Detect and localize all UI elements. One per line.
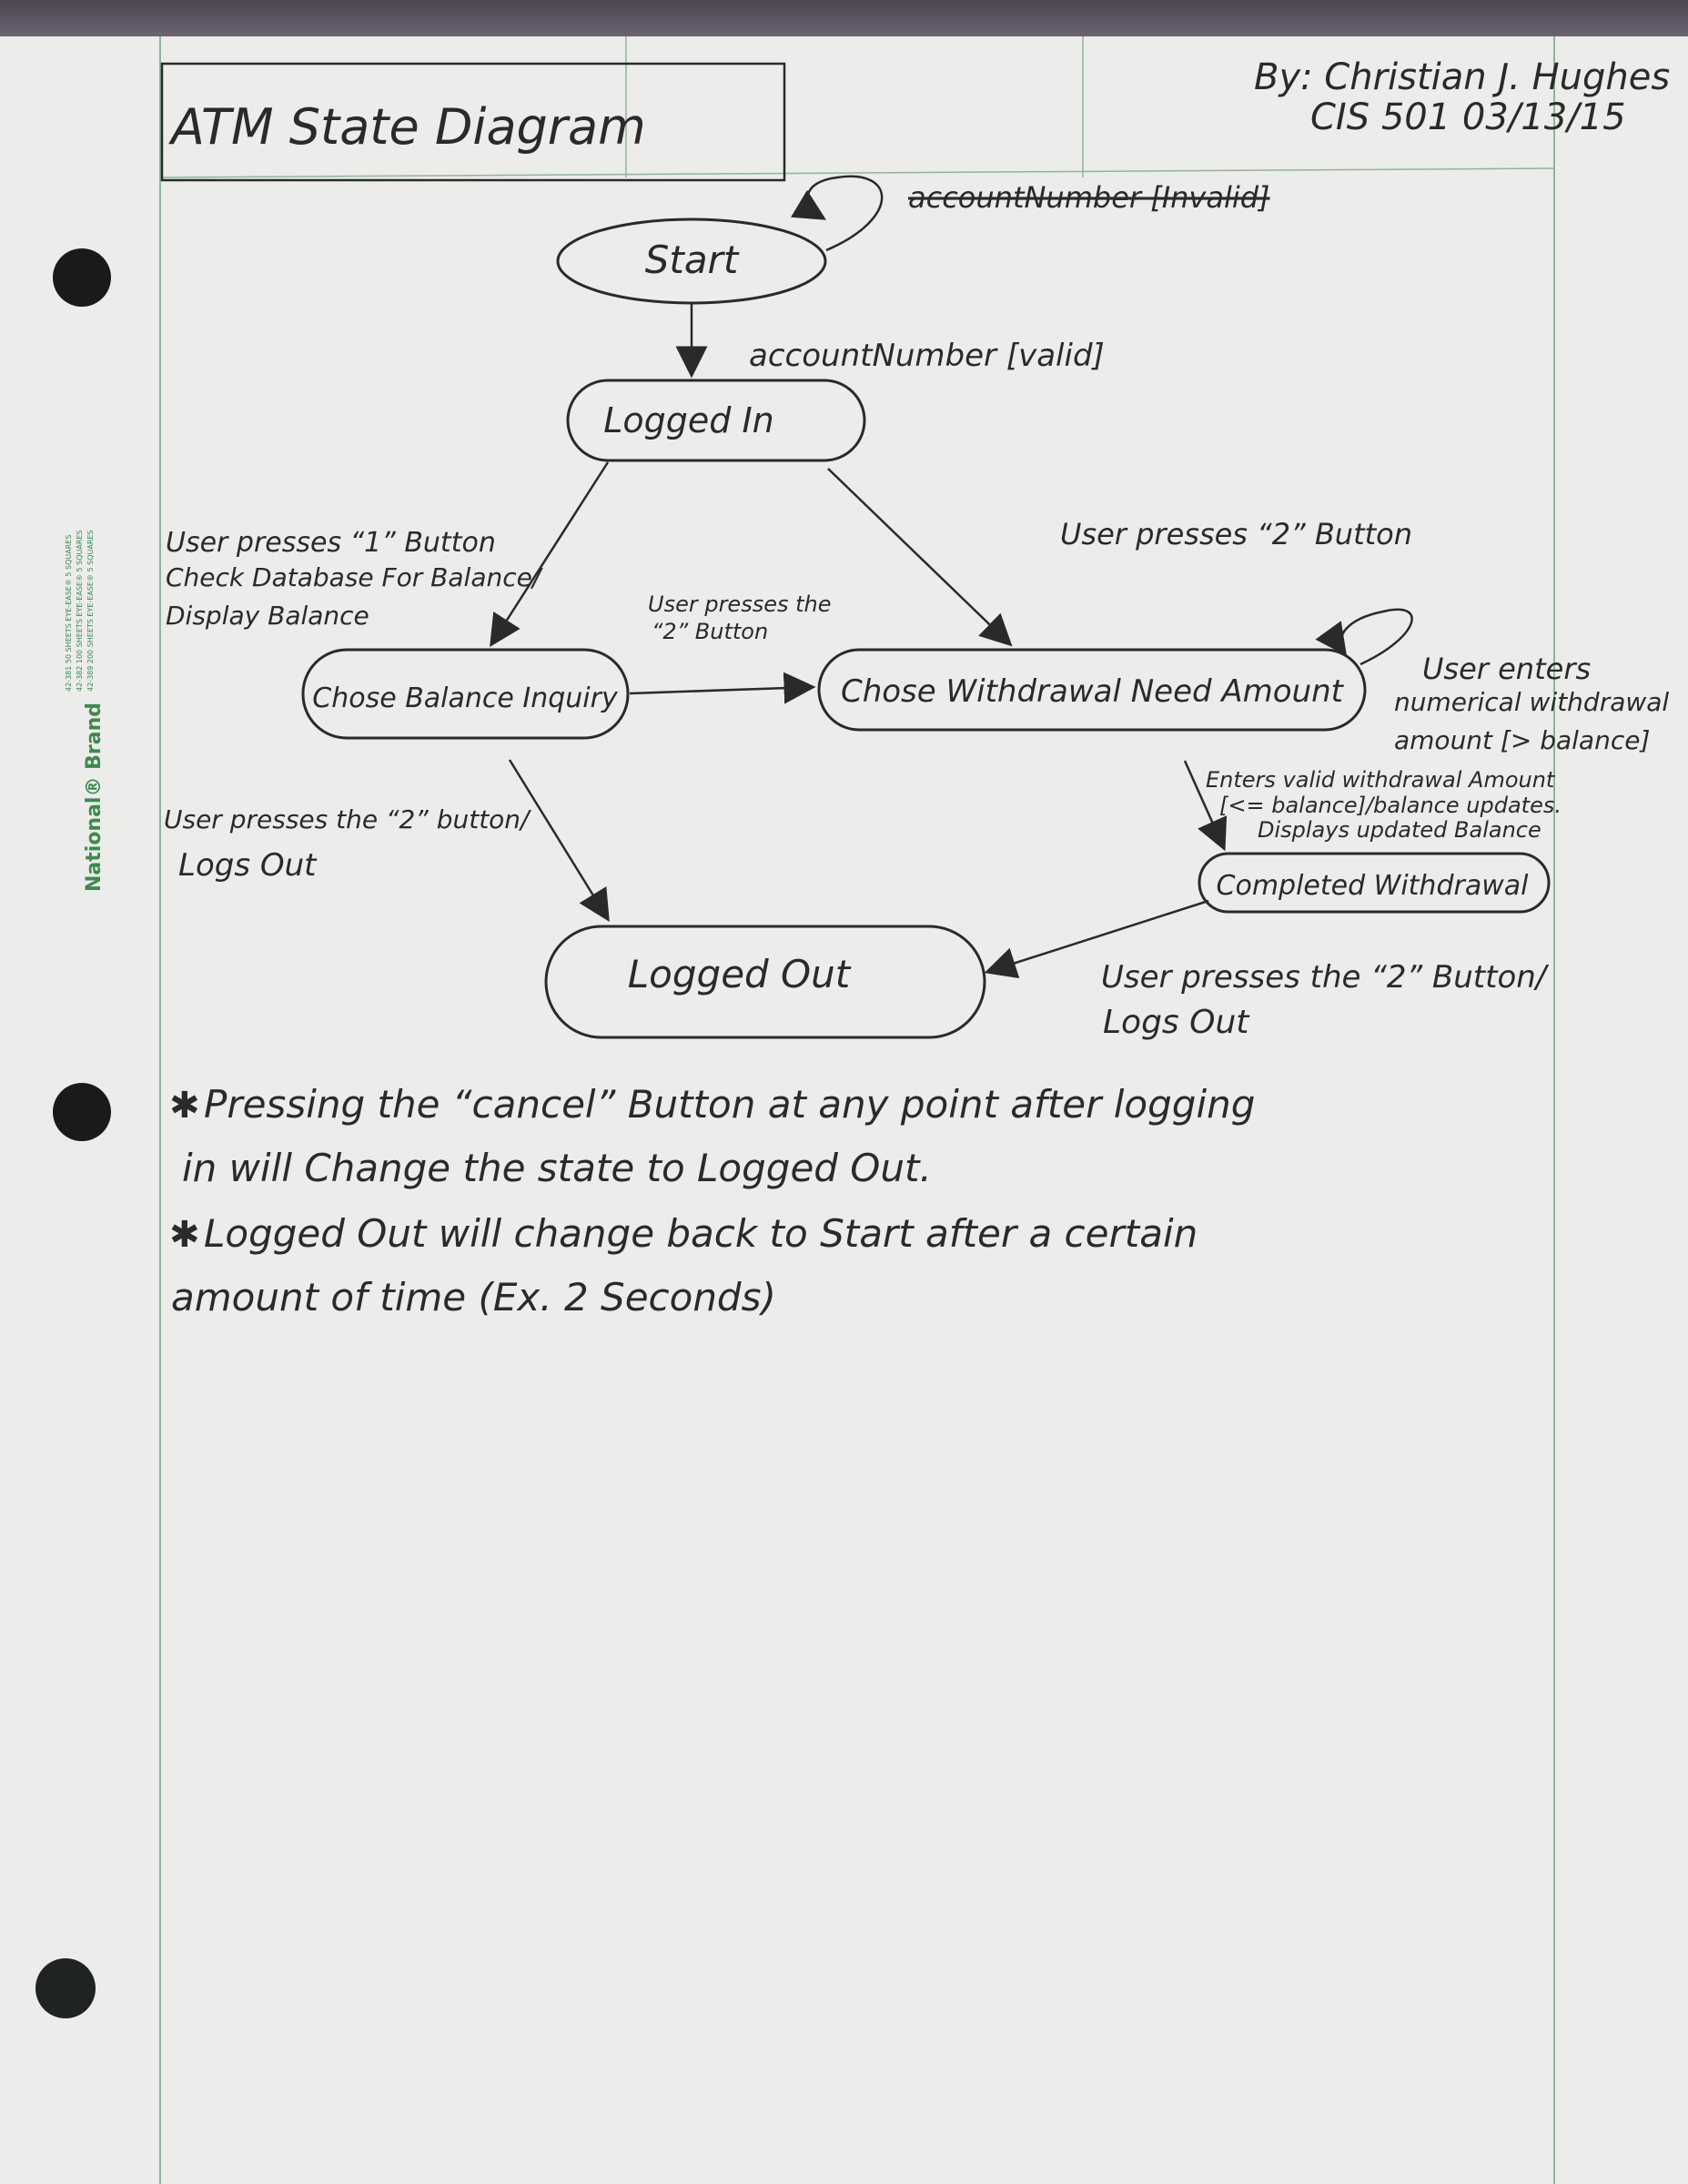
transition-valid-label: accountNumber [valid] [749, 338, 1105, 374]
transition-bal-out-label-1: User presses the “2” button/ [164, 804, 531, 834]
transition-bal-out-label-2: Logs Out [178, 847, 318, 884]
transition-self-label-3: amount [> balance] [1394, 725, 1650, 755]
binder-hole-middle [53, 1083, 111, 1141]
brand-line: 42-382 100 SHEETS EYE-EASE® 5 SQUARES [76, 530, 84, 692]
brand-name: National® Brand [83, 703, 106, 892]
paper-sheet [0, 36, 1688, 2184]
binder-hole-top [53, 248, 111, 307]
binder-hole-bottom [35, 1958, 96, 2018]
transition-press1-label-2: Check Database For Balance/ [166, 562, 543, 592]
transition-mid-label-2: “2” Button [652, 619, 768, 644]
state-withdraw-amount [817, 648, 1367, 732]
state-completed-withdrawal [1198, 852, 1551, 914]
state-balance-inquiry [301, 648, 630, 740]
state-withdraw-amount-label: Chose Withdrawal Need Amount [841, 673, 1345, 710]
note-1-line-2: in will Change the state to Logged Out. [182, 1146, 932, 1190]
note-2-line-1: Logged Out will change back to Start aft… [204, 1211, 1198, 1256]
transition-press2-label: User presses “2” Button [1060, 517, 1412, 551]
transition-mid-label-1: User presses the [648, 592, 832, 617]
transition-valid-withdrawal-arrow [1183, 760, 1228, 852]
transition-balance-logout-arrow [508, 759, 610, 922]
title-box [160, 62, 786, 182]
transition-valid-wd-label-2: [<= balance]/balance updates. [1219, 793, 1562, 818]
header-rule [159, 167, 1555, 178]
transition-press2-arrow [827, 468, 1013, 647]
transition-invalid-label: accountNumber [Invalid] [908, 180, 1270, 215]
transition-self-label-1: User enters [1422, 652, 1591, 686]
transition-valid-wd-label-1: Enters valid withdrawal Amount [1206, 767, 1556, 793]
brand-line: 42-389 200 SHEETS EYE-EASE® 5 SQUARES [86, 530, 95, 692]
transition-press1-label-1: User presses “1” Button [166, 527, 496, 559]
transition-valid-wd-label-3: Displays updated Balance [1258, 817, 1541, 843]
note-2-line-2: amount of time (Ex. 2 Seconds) [171, 1275, 776, 1320]
state-start [556, 217, 827, 305]
transition-comp-out-label-2: Logs Out [1103, 1004, 1250, 1041]
state-logged-out-label: Logged Out [628, 952, 852, 996]
state-balance-inquiry-label: Chose Balance Inquiry [312, 682, 619, 714]
state-completed-withdrawal-label: Completed Withdrawal [1217, 870, 1530, 902]
transition-invalid-loop [790, 175, 884, 252]
transition-comp-out-label-1: User presses the “2” Button/ [1101, 959, 1550, 996]
state-start-label: Start [645, 238, 740, 282]
transition-press1-arrow [490, 461, 610, 647]
author-name: By: Christian J. Hughes [1254, 56, 1670, 98]
transition-invalid-amount-loop [1315, 608, 1413, 666]
brand-line: 42-381 50 SHEETS EYE-EASE® 5 SQUARES [65, 535, 73, 692]
transition-completed-logout-arrow [984, 899, 1209, 979]
transition-press1-label-3: Display Balance [166, 601, 369, 631]
transition-self-label-2: numerical withdrawal [1394, 687, 1669, 717]
margin-branding: National® Brand 42-381 50 SHEETS EYE-EAS… [65, 530, 106, 892]
state-logged-in-label: Logged In [603, 400, 774, 440]
state-logged-out [544, 925, 986, 1039]
note-1-line-1: Pressing the “cancel” Button at any poin… [204, 1082, 1255, 1127]
state-logged-in [566, 379, 866, 462]
course-date: CIS 501 03/13/15 [1310, 96, 1626, 138]
note-star-icon: ✱ [169, 1214, 200, 1256]
note-star-icon: ✱ [169, 1085, 200, 1127]
transition-balance-to-withdraw-arrow [629, 672, 816, 704]
diagram-title: ATM State Diagram [168, 98, 646, 156]
